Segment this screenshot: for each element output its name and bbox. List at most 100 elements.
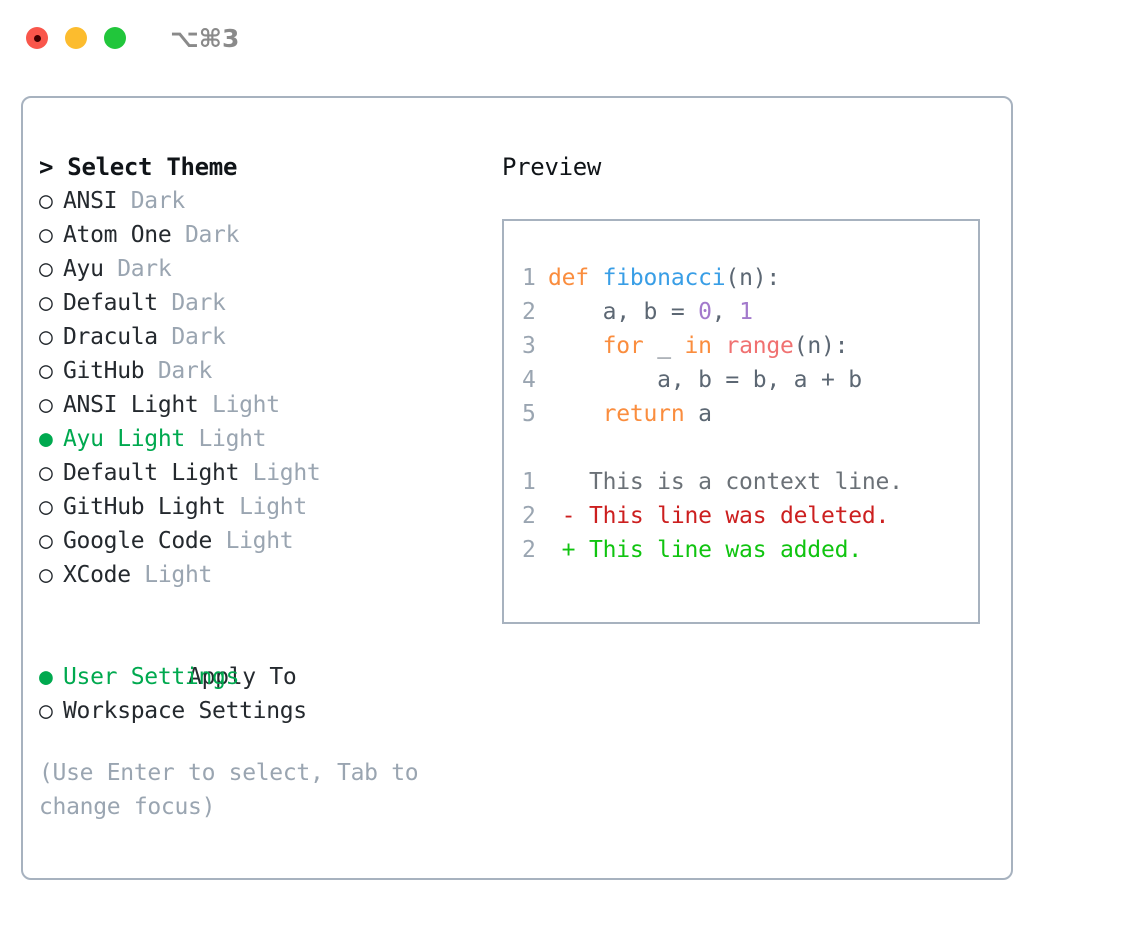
theme-list-item[interactable]: ○ GitHub Light Light (39, 490, 489, 524)
theme-name: XCode (63, 562, 131, 588)
radio-unselected-icon: ○ (39, 528, 53, 554)
diff-line-number: 2 (522, 537, 536, 563)
apply-to-item-label: Workspace Settings (63, 698, 307, 724)
radio-unselected-icon: ○ (39, 392, 53, 418)
theme-list-item[interactable]: ○ Ayu Dark (39, 252, 489, 286)
code-token-fn: fibonacci (602, 265, 726, 291)
keyboard-hint-text: (Use Enter to select, Tab to change focu… (39, 760, 419, 820)
radio-unselected-icon: ○ (39, 324, 53, 350)
spacer (39, 592, 489, 626)
theme-list-item[interactable]: ○ Default Light Light (39, 456, 489, 490)
theme-variant-tag: Light (198, 392, 280, 418)
theme-list-item[interactable]: ○ANSI Dark (39, 184, 489, 218)
code-token-kw: for (602, 333, 644, 359)
theme-list-item[interactable]: ○ Google Code Light (39, 524, 489, 558)
radio-unselected-icon: ○ (39, 698, 53, 724)
code-token-kw: def (548, 265, 603, 291)
apply-to-label: Apply To (188, 664, 297, 690)
maximize-window-icon[interactable] (104, 27, 126, 49)
theme-name: ANSI (63, 188, 118, 214)
select-theme-heading: > Select Theme (39, 153, 238, 181)
code-line-number: 5 (522, 401, 536, 427)
window-titlebar: ⌥⌘3 (0, 0, 1140, 76)
theme-name: Default (63, 290, 158, 316)
radio-unselected-icon: ○ (39, 256, 53, 282)
traffic-light-buttons (26, 27, 126, 49)
code-line-number: 4 (522, 367, 536, 393)
radio-unselected-icon: ○ (39, 460, 53, 486)
diff-line: 2 + This line was added. (522, 533, 978, 567)
radio-unselected-icon: ○ (39, 358, 53, 384)
apply-to-list: ●User Settings ○ Workspace Settings (39, 660, 489, 728)
apply-to-item[interactable]: ●User Settings (39, 660, 489, 694)
theme-name: Ayu Light (63, 426, 185, 452)
theme-list-item[interactable]: ● Ayu Light Light (39, 422, 489, 456)
code-token-pun (548, 401, 603, 427)
code-token-var: a, b = (548, 299, 699, 325)
diff-line: 1 This is a context line. (522, 465, 978, 499)
code-token-pun (548, 333, 603, 359)
code-line-number: 2 (522, 299, 536, 325)
theme-list-item[interactable]: ○GitHub Dark (39, 354, 489, 388)
code-line: 2 a, b = 0, 1 (522, 295, 978, 329)
theme-variant-tag: Dark (144, 358, 213, 384)
theme-variant-tag: Dark (103, 256, 172, 282)
radio-unselected-icon: ○ (39, 188, 53, 214)
code-token-kw: return (602, 401, 685, 427)
theme-variant-tag: Light (130, 562, 213, 588)
diff-line-text-del: - This line was deleted. (548, 503, 890, 529)
code-token-num: 1 (739, 299, 753, 325)
theme-name: GitHub Light (63, 494, 226, 520)
keyboard-shortcut-label: ⌥⌘3 (170, 23, 240, 53)
theme-variant-tag: Light (212, 528, 294, 554)
radio-unselected-icon: ○ (39, 290, 53, 316)
theme-variant-tag: Light (239, 460, 321, 486)
code-token-var: a, b = b, a + b (548, 367, 862, 393)
code-token-num: 0 (698, 299, 712, 325)
code-line: 3 for _ in range(n): (522, 329, 978, 363)
code-token-pun: (n): (793, 333, 849, 359)
radio-unselected-icon: ○ (39, 562, 53, 588)
apply-to-item[interactable]: ○ Workspace Settings (39, 694, 489, 728)
diff-sample: 1 This is a context line.2 - This line w… (522, 465, 978, 567)
radio-selected-icon: ● (39, 426, 53, 452)
code-diff-separator (522, 431, 978, 465)
minimize-window-icon[interactable] (65, 27, 87, 49)
theme-selection-column: > Select Theme ○ANSI Dark○Atom One Dark○… (39, 150, 489, 824)
close-window-icon[interactable] (26, 27, 48, 49)
theme-list-item[interactable]: ○Atom One Dark (39, 218, 489, 252)
code-token-var (712, 333, 726, 359)
theme-name: Default Light (63, 460, 240, 486)
theme-list-item[interactable]: ○ ANSI Light Light (39, 388, 489, 422)
theme-list-item[interactable]: ○Dracula Dark (39, 320, 489, 354)
theme-variant-tag: Light (225, 494, 307, 520)
theme-list-item[interactable]: ○ Default Dark (39, 286, 489, 320)
code-token-pun: , (711, 299, 740, 325)
diff-line-number: 1 (522, 469, 536, 495)
code-token-var: _ (643, 333, 685, 359)
theme-picker-panel: > Select Theme ○ANSI Dark○Atom One Dark○… (21, 96, 1013, 880)
code-token-pun: (n): (725, 265, 781, 291)
theme-name: Ayu (63, 256, 104, 282)
theme-name: Google Code (63, 528, 213, 554)
radio-unselected-icon: ○ (39, 222, 53, 248)
theme-list-item[interactable]: ○ XCode Light (39, 558, 489, 592)
code-line-number: 3 (522, 333, 536, 359)
code-token-var: a (684, 401, 712, 427)
theme-variant-tag: Light (184, 426, 267, 452)
theme-variant-tag: Dark (157, 290, 226, 316)
apply-to-heading: Apply To (39, 626, 489, 690)
theme-list: ○ANSI Dark○Atom One Dark○Ayu Dark○Defaul… (39, 184, 489, 592)
code-line: 4 a, b = b, a + b (522, 363, 978, 397)
theme-variant-tag: Dark (157, 324, 226, 350)
theme-name: ANSI Light (63, 392, 199, 418)
radio-unselected-icon: ○ (39, 494, 53, 520)
diff-line: 2 - This line was deleted. (522, 499, 978, 533)
diff-line-number: 2 (522, 503, 536, 529)
diff-line-text-ctx: This is a context line. (548, 469, 903, 495)
code-token-bi: range (725, 333, 794, 359)
